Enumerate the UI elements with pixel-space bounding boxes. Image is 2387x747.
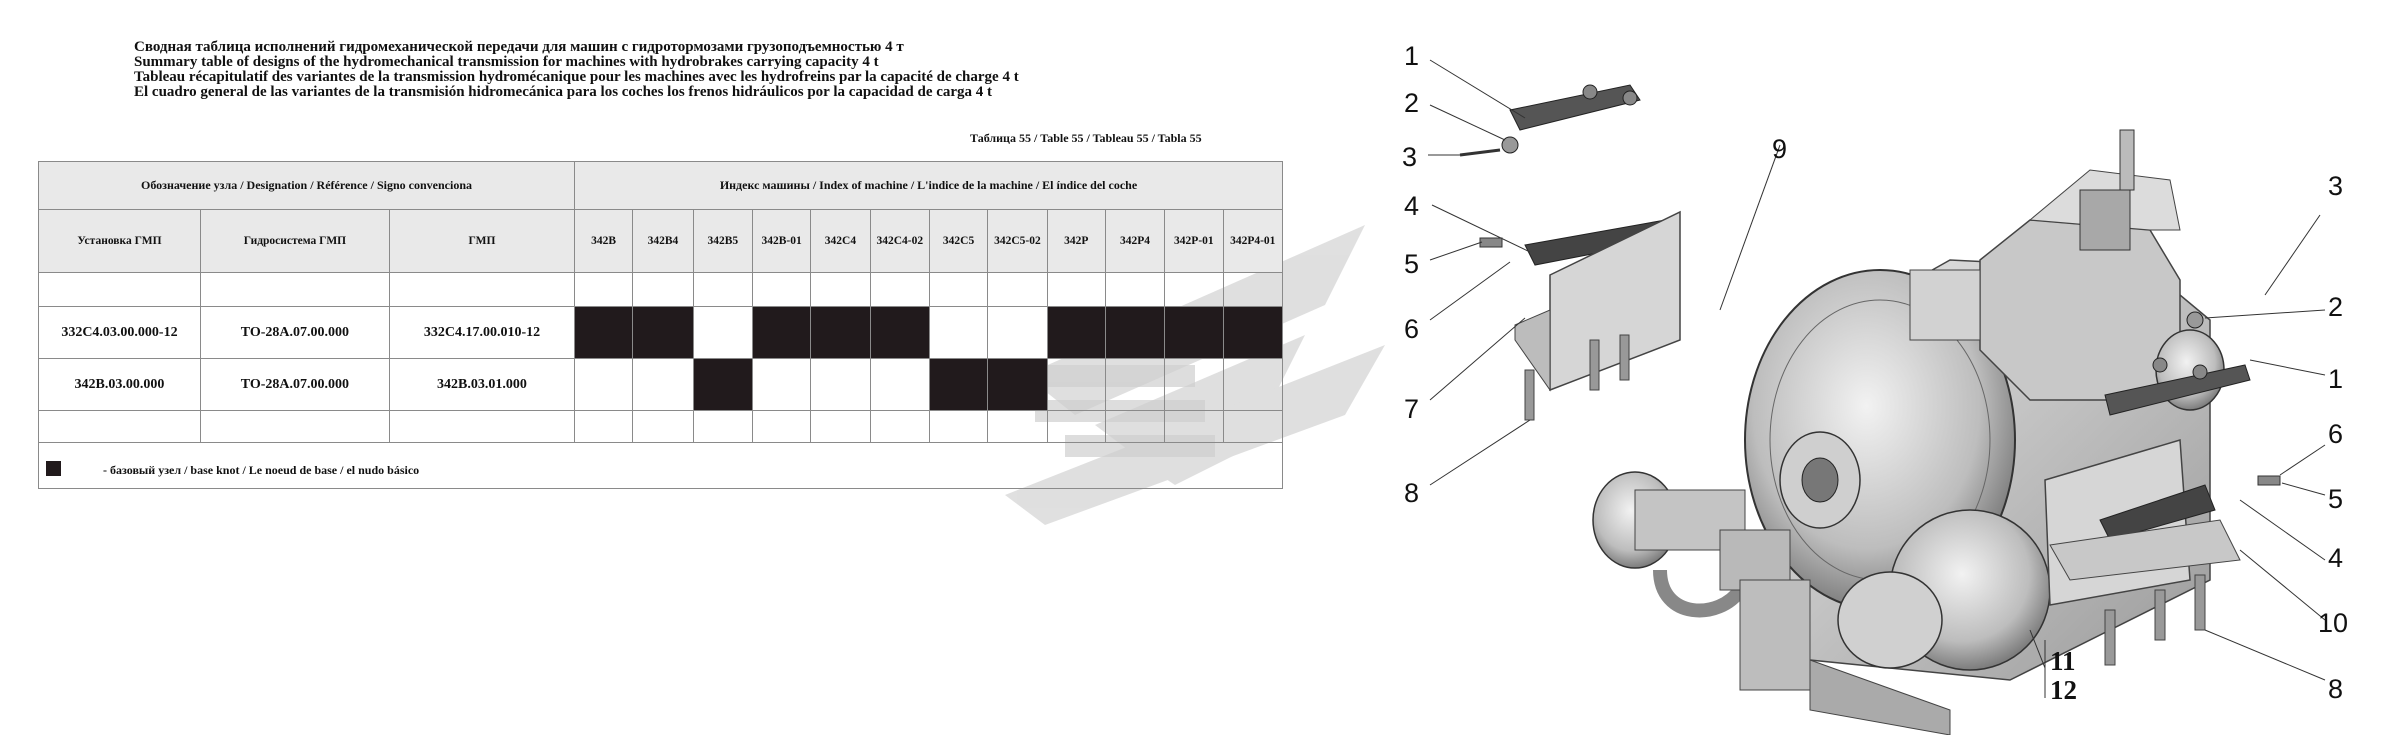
col-machine: 342P-01 bbox=[1164, 209, 1224, 273]
mark-cell bbox=[692, 358, 753, 411]
title-en: Summary table of designs of the hydromec… bbox=[134, 54, 879, 70]
mark-cell bbox=[573, 358, 634, 411]
callout-label: 5 bbox=[1404, 249, 1419, 279]
mark-cell bbox=[810, 306, 871, 359]
installation-cell: 332C4.03.00.000-12 bbox=[38, 306, 201, 359]
callout-label: 10 bbox=[2318, 608, 2348, 638]
callout-label: 3 bbox=[2328, 171, 2343, 201]
machine-index-header: Индекс машины / Index of machine / L'ind… bbox=[573, 161, 1284, 210]
mark-cell bbox=[987, 306, 1048, 359]
left-mount-parts bbox=[1459, 84, 1681, 421]
mark-cell bbox=[928, 358, 989, 411]
col-machine: 342P4-01 bbox=[1222, 209, 1284, 273]
installation-cell: 342B.03.00.000 bbox=[38, 358, 201, 411]
col-machine: 342C4 bbox=[810, 209, 871, 273]
mark-cell bbox=[1046, 306, 1106, 359]
col-machine: 342P4 bbox=[1104, 209, 1166, 273]
callout-label: 4 bbox=[2328, 543, 2343, 573]
callout-label: 3 bbox=[1402, 142, 1417, 172]
col-hydrosystem: Гидросистема ГМП bbox=[199, 209, 390, 273]
mark-cell bbox=[1046, 358, 1106, 411]
callout-label: 1 bbox=[1404, 41, 1419, 71]
col-machine: 342B bbox=[573, 209, 634, 273]
col-machine: 342B4 bbox=[632, 209, 694, 273]
mark-cell bbox=[1164, 306, 1224, 359]
title-es: El cuadro general de las variantes de la… bbox=[134, 84, 993, 100]
transmission-exploded-drawing: 1 2 3 4 5 6 7 8 9 3 2 1 6 5 4 10 8 11 12 bbox=[1402, 41, 2348, 735]
leader-lines bbox=[1428, 59, 2326, 698]
table-row-empty bbox=[38, 410, 1284, 443]
col-machine: 342C5-02 bbox=[987, 209, 1048, 273]
hydrosystem-cell: TO-28A.07.00.000 bbox=[199, 306, 390, 359]
callout-label: 2 bbox=[1404, 88, 1419, 118]
callout-label: 7 bbox=[1404, 394, 1419, 424]
mark-cell bbox=[810, 358, 871, 411]
mark-cell bbox=[869, 306, 930, 359]
mark-cell bbox=[751, 358, 812, 411]
mark-cell bbox=[1164, 358, 1224, 411]
callout-label: 5 bbox=[2328, 484, 2343, 514]
document-titles: Сводная таблица исполнений гидромеханиче… bbox=[134, 40, 1019, 100]
title-fr: Tableau récapitulatif des variantes de l… bbox=[134, 69, 1019, 85]
mark-cell bbox=[692, 306, 753, 359]
mark-cell bbox=[1222, 358, 1284, 411]
mark-cell bbox=[1104, 358, 1166, 411]
callout-label: 8 bbox=[1404, 478, 1419, 508]
callout-label: 6 bbox=[2328, 419, 2343, 449]
legend-text: - базовый узел / base knot / Le noeud de… bbox=[103, 463, 420, 477]
gmp-cell: 342B.03.01.000 bbox=[388, 358, 575, 411]
table-number: Таблица 55 / Table 55 / Tableau 55 / Tab… bbox=[970, 131, 1202, 145]
callout-label: 6 bbox=[1404, 314, 1419, 344]
col-gmp: ГМП bbox=[388, 209, 575, 273]
table-row-empty bbox=[38, 272, 1284, 307]
mark-cell bbox=[573, 306, 634, 359]
col-machine: 342C5 bbox=[928, 209, 989, 273]
callout-label: 4 bbox=[1404, 191, 1419, 221]
mark-cell bbox=[632, 306, 694, 359]
col-machine: 342B-01 bbox=[751, 209, 812, 273]
spec-table: Обозначение узла / Designation / Référen… bbox=[38, 161, 1284, 443]
callout-label: 12 bbox=[2050, 675, 2077, 705]
title-ru: Сводная таблица исполнений гидромеханиче… bbox=[134, 39, 904, 55]
col-machine: 342P bbox=[1046, 209, 1106, 273]
col-machine: 342B5 bbox=[692, 209, 753, 273]
gmp-cell: 332C4.17.00.010-12 bbox=[388, 306, 575, 359]
mark-cell bbox=[928, 306, 989, 359]
callout-numbers: 1 2 3 4 5 6 7 8 9 3 2 1 6 5 4 10 8 11 12 bbox=[1402, 41, 2348, 705]
callout-label: 11 bbox=[2050, 646, 2076, 676]
mark-cell bbox=[632, 358, 694, 411]
col-installation: Установка ГМП bbox=[38, 209, 201, 273]
legend: - базовый узел / base knot / Le noeud de… bbox=[38, 443, 1283, 489]
mark-cell bbox=[987, 358, 1048, 411]
callout-label: 2 bbox=[2328, 292, 2343, 322]
table-row: 342B.03.00.000 TO-28A.07.00.000 342B.03.… bbox=[38, 358, 1284, 411]
callout-label: 1 bbox=[2328, 364, 2343, 394]
mark-cell bbox=[1104, 306, 1166, 359]
table-row: 332C4.03.00.000-12 TO-28A.07.00.000 332C… bbox=[38, 306, 1284, 359]
callout-label: 9 bbox=[1772, 134, 1787, 164]
mark-cell bbox=[751, 306, 812, 359]
designation-header: Обозначение узла / Designation / Référen… bbox=[38, 161, 575, 210]
callout-label: 8 bbox=[2328, 674, 2343, 704]
hydrosystem-cell: TO-28A.07.00.000 bbox=[199, 358, 390, 411]
housing bbox=[1592, 129, 2225, 735]
legend-swatch bbox=[46, 461, 61, 476]
mark-cell bbox=[869, 358, 930, 411]
mark-cell bbox=[1222, 306, 1284, 359]
right-mount-parts bbox=[2044, 311, 2281, 666]
col-machine: 342C4-02 bbox=[869, 209, 930, 273]
